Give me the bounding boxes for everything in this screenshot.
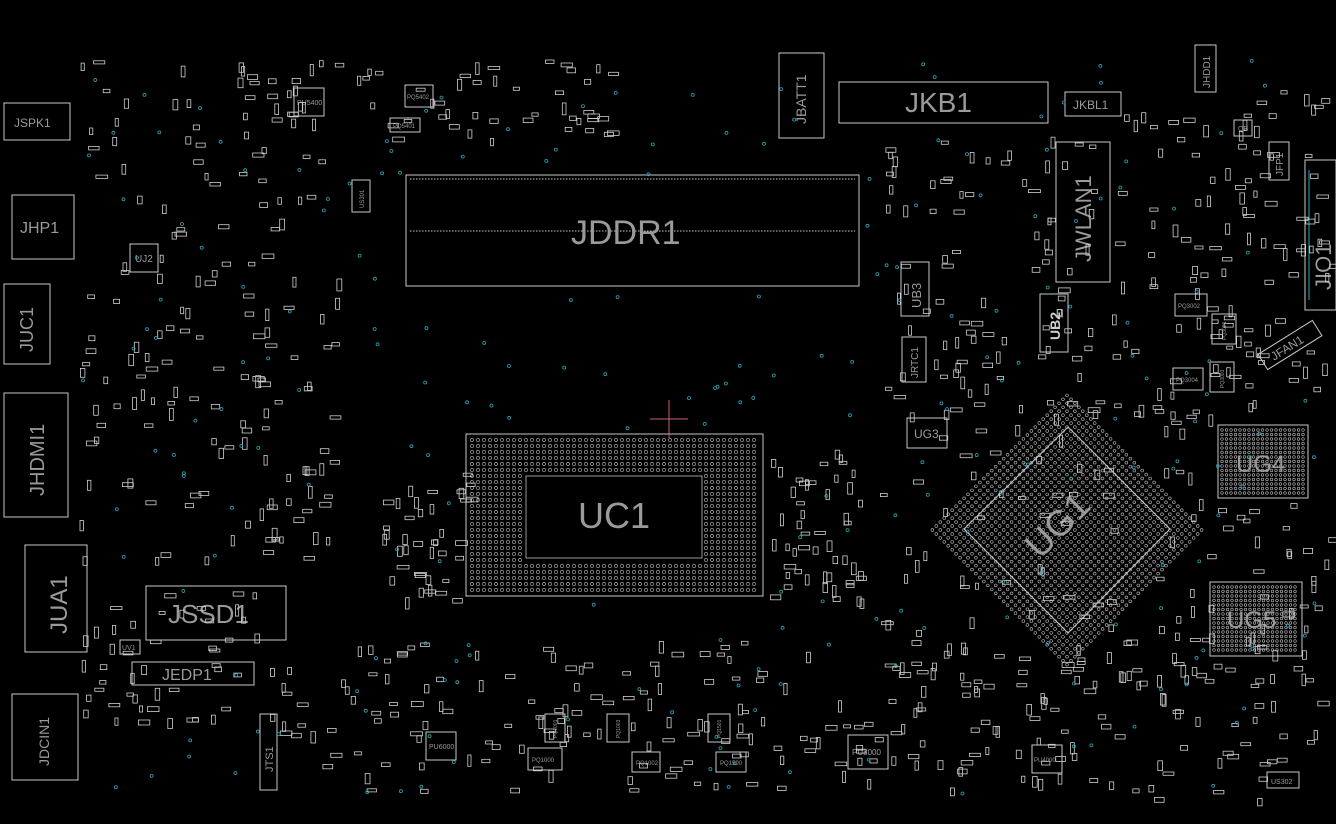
label-juc1: JUC1 xyxy=(17,307,37,352)
label-uc1: UC1 xyxy=(578,495,650,536)
connector-jua1[interactable]: JUA1 xyxy=(24,544,88,653)
label-uv1: UV1 xyxy=(122,645,136,652)
connector-jbatt1[interactable]: JBATT1 xyxy=(778,52,825,139)
chip-pu8000[interactable]: PU8000 xyxy=(847,734,889,770)
label-jdcin1: JDCIN1 xyxy=(36,717,52,766)
chip-uj2[interactable]: UJ2 xyxy=(129,243,159,273)
label-jspk1: JSPK1 xyxy=(14,116,51,130)
chip-ug5[interactable]: UG5 xyxy=(1209,581,1303,657)
label-jbatt1: JBATT1 xyxy=(793,74,809,124)
connector-jedp1[interactable]: JEDP1 xyxy=(131,661,255,686)
chip-pq1501[interactable]: PQ1501 xyxy=(707,713,731,743)
chip-pu5400[interactable]: PU5400 xyxy=(293,87,325,117)
chip-pq1500[interactable]: PQ1500 xyxy=(715,751,747,773)
ug5-ball-grid xyxy=(1212,585,1297,652)
connector-jkb1[interactable]: JKB1 xyxy=(838,81,1049,124)
label-us301: US301 xyxy=(360,189,366,208)
chip-pq1001[interactable]: PQ1001 xyxy=(544,713,566,743)
chip-uc1[interactable]: UC1 xyxy=(465,433,764,597)
label-ub2: UB2 xyxy=(1047,312,1063,340)
label-jhp1: JHP1 xyxy=(20,220,59,237)
label-pq3001: PQ3001 xyxy=(1222,321,1228,340)
chip-pu6000[interactable]: PU6000 xyxy=(425,731,457,761)
label-pq1000: PQ1000 xyxy=(532,758,555,764)
vias xyxy=(81,59,1317,796)
chip-uv1[interactable]: UV1 xyxy=(119,639,141,655)
chip-ub3[interactable]: UB3 xyxy=(900,261,930,317)
label-jts1: JTS1 xyxy=(264,746,276,772)
label-pq1500: PQ1500 xyxy=(720,761,743,767)
label-pq3003: PQ3003 xyxy=(1220,369,1226,388)
chip-pq3001[interactable]: PQ3001 xyxy=(1211,313,1237,345)
label-us302: US302 xyxy=(1271,779,1293,786)
label-jio1: JIO1 xyxy=(1311,244,1336,290)
chip-pq1003[interactable]: PQ1003 xyxy=(606,713,630,743)
label-jfp1: JFP1 xyxy=(1275,152,1286,176)
passive-components xyxy=(79,59,1336,807)
label-pq3002: PQ3002 xyxy=(1178,304,1201,310)
chip-pq5402[interactable]: PQ5402 xyxy=(404,84,434,108)
label-pq5401: PQ5401 xyxy=(393,124,416,130)
connector-jhdmi1[interactable]: JHDMI1 xyxy=(3,392,69,518)
chip-ub2[interactable]: UB2 xyxy=(1039,293,1069,353)
connector-jdcin1[interactable]: JDCIN1 xyxy=(11,693,79,781)
label-jedp1: JEDP1 xyxy=(162,667,212,684)
label-pq3004: PQ3004 xyxy=(1176,378,1199,384)
uc1-ball-grid xyxy=(470,438,756,592)
chip-ug3[interactable]: UG3 xyxy=(906,417,948,449)
connector-jrtc1[interactable]: JRTC1 xyxy=(901,336,927,383)
label-ug5: UG5 xyxy=(1227,607,1276,634)
label-pu8000: PU8000 xyxy=(852,748,881,757)
label-pu5400: PU5400 xyxy=(297,100,322,107)
label-pq1003: PQ1003 xyxy=(616,719,622,738)
chip-pq3002[interactable]: PQ3002 xyxy=(1174,293,1208,317)
label-jua1: JUA1 xyxy=(46,575,73,634)
chip-pq5401[interactable]: PQ5401 xyxy=(389,117,421,133)
label-pq5402: PQ5402 xyxy=(407,95,430,101)
label-jkbl1: JKBL1 xyxy=(1073,98,1109,112)
label-jrtc1: JRTC1 xyxy=(910,347,921,378)
chip-us302[interactable]: US302 xyxy=(1266,771,1300,789)
label-pu6000: PU6000 xyxy=(429,744,454,751)
connector-jhp1[interactable]: JHP1 xyxy=(11,194,75,260)
label-ug3: UG3 xyxy=(914,427,939,441)
connector-jfp1[interactable]: JFP1 xyxy=(1268,141,1290,181)
label-uj2: UJ2 xyxy=(135,254,153,265)
label-jhdd1: JHDD1 xyxy=(1202,55,1213,88)
label-jddr1: JDDR1 xyxy=(571,214,681,252)
chip-ug4[interactable]: UG4 xyxy=(1217,424,1309,499)
connector-jts1[interactable]: JTS1 xyxy=(259,713,278,791)
cursor-crosshair xyxy=(650,400,688,438)
label-ub3: UB3 xyxy=(909,283,924,308)
label-ug4: UG4 xyxy=(1236,451,1285,478)
connector-juc1[interactable]: JUC1 xyxy=(3,283,51,365)
label-jkb1: JKB1 xyxy=(905,87,972,118)
chip-us301[interactable]: US301 xyxy=(351,179,371,213)
connector-jhdd1[interactable]: JHDD1 xyxy=(1194,44,1217,93)
ug4-ball-grid xyxy=(1220,428,1305,495)
label-pq1501: PQ1501 xyxy=(717,719,723,738)
label-pq1001: PQ1001 xyxy=(553,719,559,738)
chip-pq3003[interactable]: PQ3003 xyxy=(1209,361,1235,393)
connector-jkbl1[interactable]: JKBL1 xyxy=(1064,91,1122,117)
connector-jddr1[interactable]: JDDR1 xyxy=(405,174,860,287)
label-jhdmi1: JHDMI1 xyxy=(27,424,49,496)
connector-jspk1[interactable]: JSPK1 xyxy=(3,102,71,141)
chip-pq1000[interactable]: PQ1000 xyxy=(527,747,563,771)
connector-jio1[interactable]: JIO1 xyxy=(1304,159,1336,311)
